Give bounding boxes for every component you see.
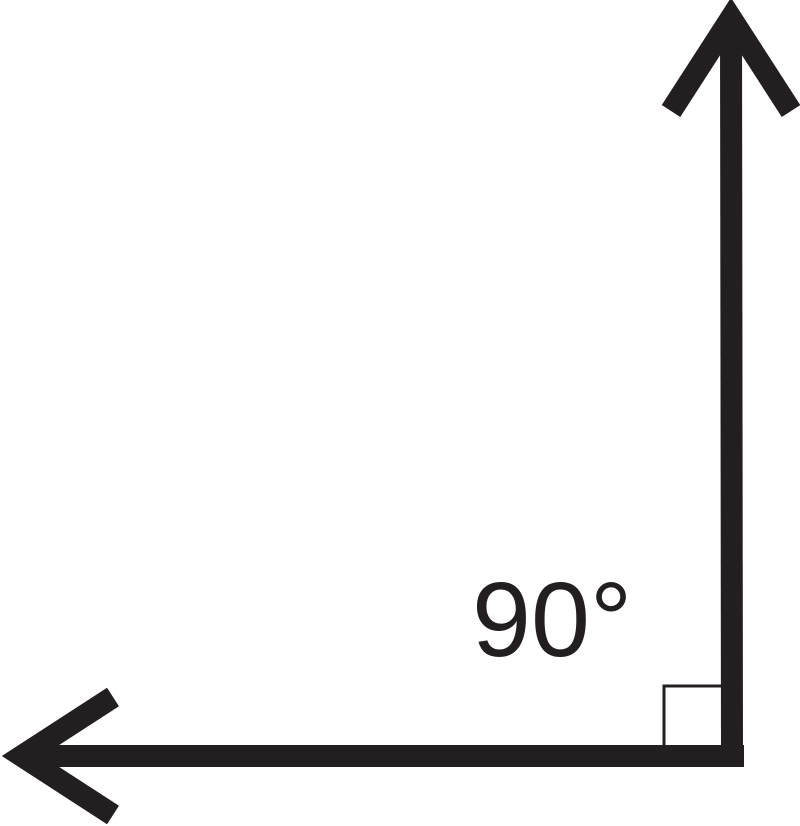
vertical-ray <box>661 0 800 763</box>
horizontal-ray <box>1 687 744 825</box>
up-arrow-icon <box>661 0 800 117</box>
right-angle-square-icon <box>662 684 721 746</box>
left-arrow-icon <box>1 687 119 825</box>
angle-label: 90° <box>472 561 632 679</box>
vertical-ray-shaft <box>720 17 743 763</box>
